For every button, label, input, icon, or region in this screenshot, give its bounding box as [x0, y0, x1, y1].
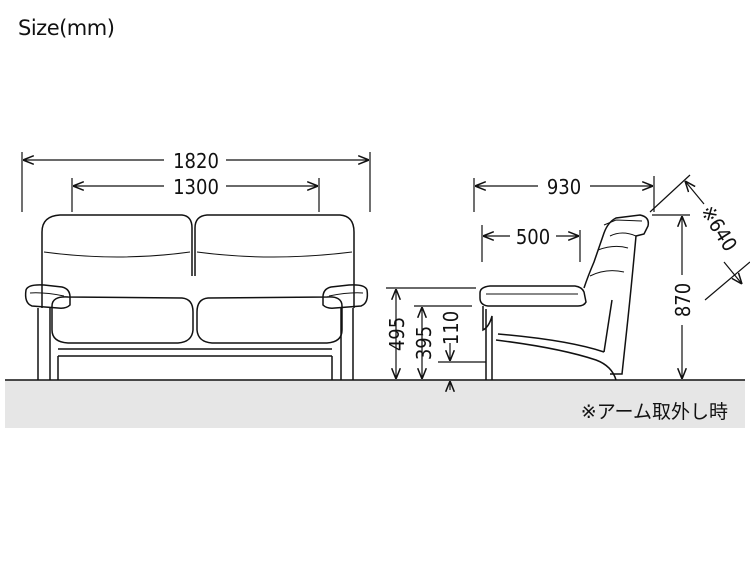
height-dimension-lines: [386, 287, 486, 390]
dim-total-width: 1820: [173, 149, 219, 173]
dim-leg-clearance: 110: [439, 311, 463, 345]
dim-seat-depth: 500: [516, 225, 550, 249]
side-dimension-lines: [473, 174, 750, 379]
dim-seat-width: 1300: [173, 175, 219, 199]
front-dimension-lines: [21, 152, 371, 212]
dim-seat-height: 395: [412, 326, 436, 360]
floor-band: [5, 380, 745, 428]
dim-total-depth: 930: [547, 175, 581, 199]
dim-line-640: [685, 181, 705, 205]
dim-arm-height: 495: [385, 317, 409, 351]
sofa-side-view: [479, 214, 650, 381]
footnote: ※アーム取外し時: [581, 401, 728, 423]
dim-total-height: 870: [671, 283, 695, 317]
page-title: Size(mm): [18, 16, 115, 40]
sofa-front-view: [24, 214, 369, 380]
dim-arm-removed-depth: ※640: [696, 201, 743, 256]
